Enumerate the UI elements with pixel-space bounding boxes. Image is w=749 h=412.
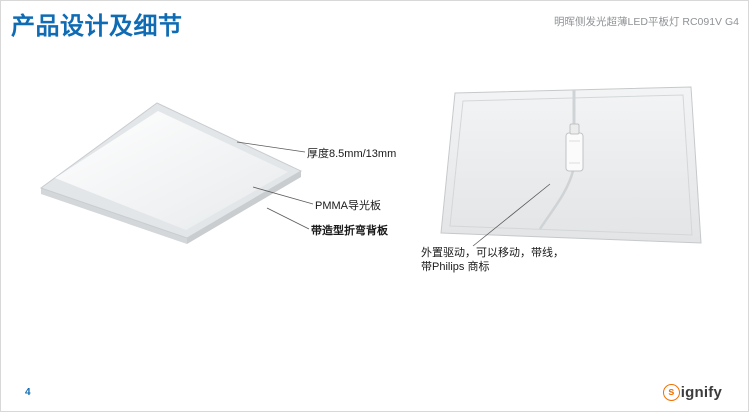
annotation-driver: 外置驱动，可以移动，带线， 带Philips 商标 bbox=[421, 246, 564, 274]
signify-wordmark: ignify bbox=[680, 384, 722, 401]
annotation-driver-line2: 带Philips 商标 bbox=[421, 261, 490, 273]
panel-front-light-surface bbox=[55, 111, 288, 230]
header-product-name: 明晖侧发光超薄LED平板灯 RC091V G4 bbox=[554, 16, 739, 28]
panel-back-inner-frame bbox=[449, 94, 693, 236]
panel-front-image bbox=[39, 102, 303, 244]
driver-connector bbox=[569, 123, 580, 135]
annotation-driver-line1: 外置驱动，可以移动，带线， bbox=[421, 247, 564, 259]
slide-title: 产品设计及细节 bbox=[11, 13, 183, 40]
panel-back-image bbox=[440, 86, 702, 244]
annotation-back-plate: 带造型折弯背板 bbox=[311, 225, 388, 237]
annotation-thickness: 厚度8.5mm/13mm bbox=[307, 148, 397, 160]
signify-s-icon: s bbox=[662, 384, 680, 401]
page-number: 4 bbox=[25, 387, 31, 398]
annotation-light-guide: PMMA导光板 bbox=[315, 200, 381, 212]
driver-box bbox=[565, 132, 584, 172]
panel-front-edge-left bbox=[41, 188, 187, 244]
